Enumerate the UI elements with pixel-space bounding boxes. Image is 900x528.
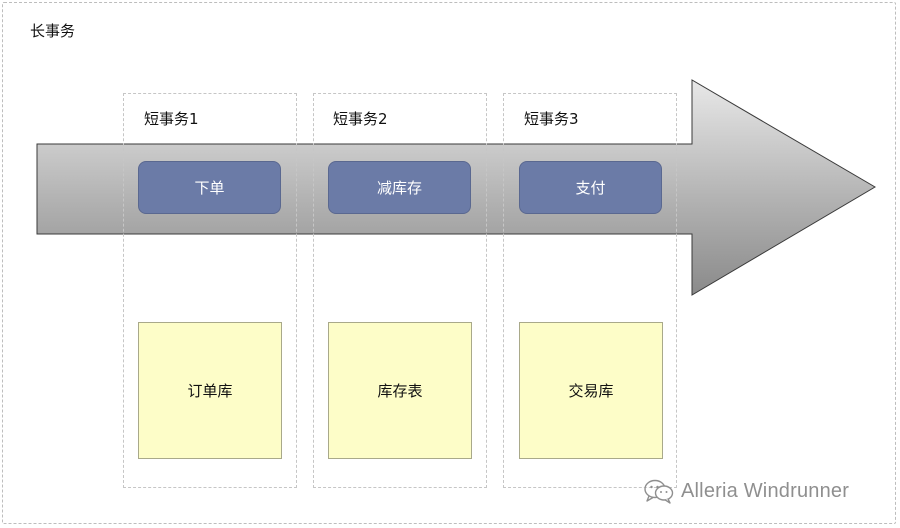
lane-title-2: 短事务2 (333, 110, 388, 128)
step-label-2: 减库存 (376, 179, 422, 197)
step-box-1: 下单 (138, 161, 281, 214)
watermark-text: Alleria Windrunner (681, 479, 850, 502)
long-transaction-title: 长事务 (30, 22, 76, 40)
lane-title-1: 短事务1 (144, 110, 199, 128)
database-box-3: 交易库 (519, 322, 663, 459)
step-label-1: 下单 (194, 179, 225, 197)
database-label-2: 库存表 (377, 382, 423, 400)
swimlane-short-transaction-2 (313, 93, 487, 488)
swimlane-short-transaction-1 (123, 93, 297, 488)
database-box-1: 订单库 (138, 322, 282, 459)
step-box-2: 减库存 (328, 161, 471, 214)
step-box-3: 支付 (519, 161, 662, 214)
wechat-icon (644, 479, 674, 504)
swimlane-short-transaction-3 (503, 93, 677, 488)
database-box-2: 库存表 (328, 322, 472, 459)
database-label-1: 订单库 (187, 382, 233, 400)
watermark: Alleria Windrunner (643, 478, 849, 504)
database-label-3: 交易库 (568, 382, 614, 400)
lane-title-3: 短事务3 (524, 110, 579, 128)
step-label-3: 支付 (575, 179, 606, 197)
